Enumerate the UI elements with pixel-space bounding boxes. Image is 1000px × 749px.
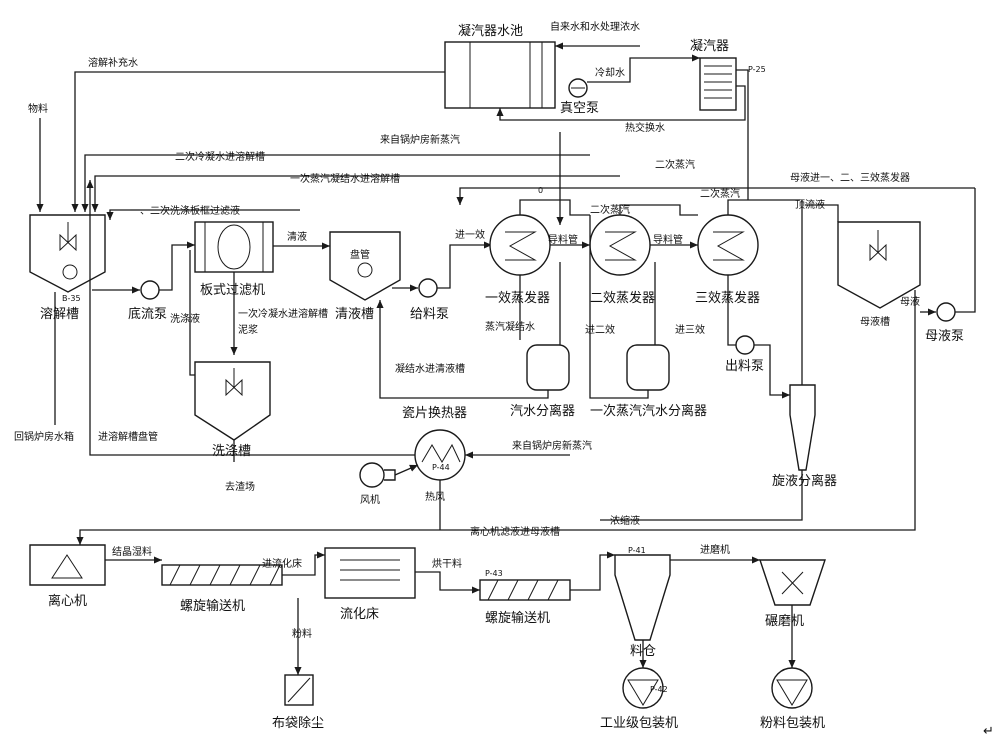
label-centrifuge: 离心机 xyxy=(48,593,87,609)
clear-liquid-tank xyxy=(330,232,400,300)
label-primary-cond: 一次冷凝水进溶解槽 xyxy=(238,307,328,320)
label-second-effect-in: 进二效 xyxy=(585,323,615,336)
label-tap-water: 自来水和水处理浓水 xyxy=(550,20,640,33)
label-fan: 风机 xyxy=(360,493,380,506)
label-screw-2: 螺旋输送机 xyxy=(485,610,550,626)
label-filter-cake: 泥浆 xyxy=(238,323,258,336)
mother-liquor-tank xyxy=(838,222,920,308)
label-boiler-steam-2: 来自锅炉房新蒸汽 xyxy=(512,439,592,452)
label-steam-water-sep: 汽水分离器 xyxy=(510,403,575,419)
label-wash-tank: 洗涤槽 xyxy=(212,444,251,459)
label-vacuum-pump: 真空泵 xyxy=(560,101,599,116)
label-primary-steam-cond: 一次蒸汽凝结水进溶解槽 xyxy=(290,172,400,185)
label-centrifuge-filtrate: 离心机滤液进母液槽 xyxy=(470,525,560,538)
label-silo: 料仓 xyxy=(630,644,656,659)
label-dry-material: 烘干料 xyxy=(432,557,462,570)
label-p43: P-43 xyxy=(485,569,503,578)
label-crystal-slurry: 结晶湿料 xyxy=(112,545,152,558)
label-secondary-steam-3: 二次蒸汽 xyxy=(700,187,740,200)
label-primary-sep: 一次蒸汽汽水分离器 xyxy=(590,403,707,419)
label-evap3: 三效蒸发器 xyxy=(695,290,760,306)
mother-liquor-pump xyxy=(937,303,955,321)
label-bottom-pump: 底流泵 xyxy=(128,306,167,322)
label-screw-1: 螺旋输送机 xyxy=(180,598,245,614)
label-bag-filter: 布袋除尘 xyxy=(272,716,324,731)
label-concentrate: 浓缩液 xyxy=(610,514,640,527)
label-feed-pump: 给料泵 xyxy=(410,307,449,322)
label-boiler-steam-top: 来自锅炉房新蒸汽 xyxy=(380,133,460,146)
label-valve-zero: 0 xyxy=(538,186,543,195)
label-p25: P-25 xyxy=(748,65,766,74)
label-dissolve-tank: 溶解槽 xyxy=(40,307,79,322)
discharge-pump xyxy=(736,336,754,354)
label-mill: 碾磨机 xyxy=(765,614,804,629)
label-mother-pump: 母液泵 xyxy=(925,329,964,344)
fan xyxy=(360,463,395,487)
label-mother-liquor: 母液 xyxy=(900,295,920,308)
label-dissolve-makeup: 溶解补充水 xyxy=(88,56,138,69)
label-cooling-water: 冷却水 xyxy=(595,66,625,79)
label-material: 物料 xyxy=(28,102,48,115)
label-to-fluid-bed: 进流化床 xyxy=(262,557,302,570)
label-mother-to-evap: 母液进一、二、三效蒸发器 xyxy=(790,171,910,184)
label-return-boiler: 回锅炉房水箱 xyxy=(14,430,74,443)
second-effect-evaporator xyxy=(590,215,650,275)
label-discharge-pump: 出料泵 xyxy=(725,359,764,374)
label-secondary-steam-2: 二次蒸汽 xyxy=(590,203,630,216)
label-ceramic-hx: 瓷片换热器 xyxy=(402,406,467,421)
label-third-effect-in: 进三效 xyxy=(675,323,705,336)
label-p44: P-44 xyxy=(432,463,450,472)
label-secondary-cond: 二次冷凝水进溶解槽 xyxy=(175,150,265,163)
label-cyclone: 旋液分离器 xyxy=(772,473,837,489)
label-condenser-pool: 凝汽器水池 xyxy=(458,23,523,39)
label-guide-pipe-2: 导料管 xyxy=(653,233,683,246)
plate-filter-press xyxy=(195,222,273,272)
centrifuge xyxy=(30,545,105,585)
label-to-tank-coil: 进溶解槽盘管 xyxy=(98,430,158,443)
label-hot-air: 热风 xyxy=(425,490,445,503)
fluid-bed xyxy=(325,548,415,598)
label-steam-cond-water: 蒸汽凝结水 xyxy=(485,320,535,333)
label-heat-exchange-water: 热交换水 xyxy=(625,121,665,134)
hydrocyclone xyxy=(790,385,815,470)
bottom-flow-pump xyxy=(141,281,159,299)
label-wash-liquor: 一、二次洗涤板框过滤液 xyxy=(130,204,240,217)
powder-packer xyxy=(772,668,812,708)
label-condenser: 凝汽器 xyxy=(690,38,729,54)
label-powder: 粉料 xyxy=(292,627,312,640)
label-into-mill: 进磨机 xyxy=(700,543,730,556)
label-p41: P-41 xyxy=(628,546,646,555)
label-mother-tank: 母液槽 xyxy=(860,315,890,328)
label-evap2: 二效蒸发器 xyxy=(590,290,655,306)
silo xyxy=(615,555,670,640)
label-cond-to-clear: 凝结水进清液槽 xyxy=(395,362,465,375)
label-secondary-steam-1: 二次蒸汽 xyxy=(655,158,695,171)
condenser-pool xyxy=(445,42,555,108)
steam-water-separator xyxy=(527,345,569,390)
label-powder-packer: 粉料包装机 xyxy=(760,716,825,731)
label-fluid-bed: 流化床 xyxy=(340,607,379,622)
primary-steam-water-separator xyxy=(627,345,669,390)
label-evap1: 一效蒸发器 xyxy=(485,290,550,306)
label-clear-tank: 清液槽 xyxy=(335,307,374,322)
label-b35: B-35 xyxy=(62,294,81,303)
label-first-effect-in: 进一效 xyxy=(455,228,485,241)
first-effect-evaporator xyxy=(490,215,550,275)
wash-tank xyxy=(195,362,270,440)
label-wash-liquid: 洗涤液 xyxy=(170,312,200,325)
third-effect-evaporator xyxy=(698,215,758,275)
label-coil: 盘管 xyxy=(350,248,370,261)
label-to-residue: 去渣场 xyxy=(225,480,255,493)
label-return-mark: ↵ xyxy=(983,724,994,739)
label-guide-pipe-1: 导料管 xyxy=(548,233,578,246)
feed-pump xyxy=(419,279,437,297)
label-plate-filter: 板式过滤机 xyxy=(200,283,265,298)
label-clear-liquid: 清液 xyxy=(287,230,307,243)
label-top-flow: 顶流液 xyxy=(795,198,825,211)
ceramic-heat-exchanger xyxy=(415,430,465,480)
label-p42: P-42 xyxy=(650,685,668,694)
label-industrial-packer: 工业级包装机 xyxy=(600,716,678,731)
